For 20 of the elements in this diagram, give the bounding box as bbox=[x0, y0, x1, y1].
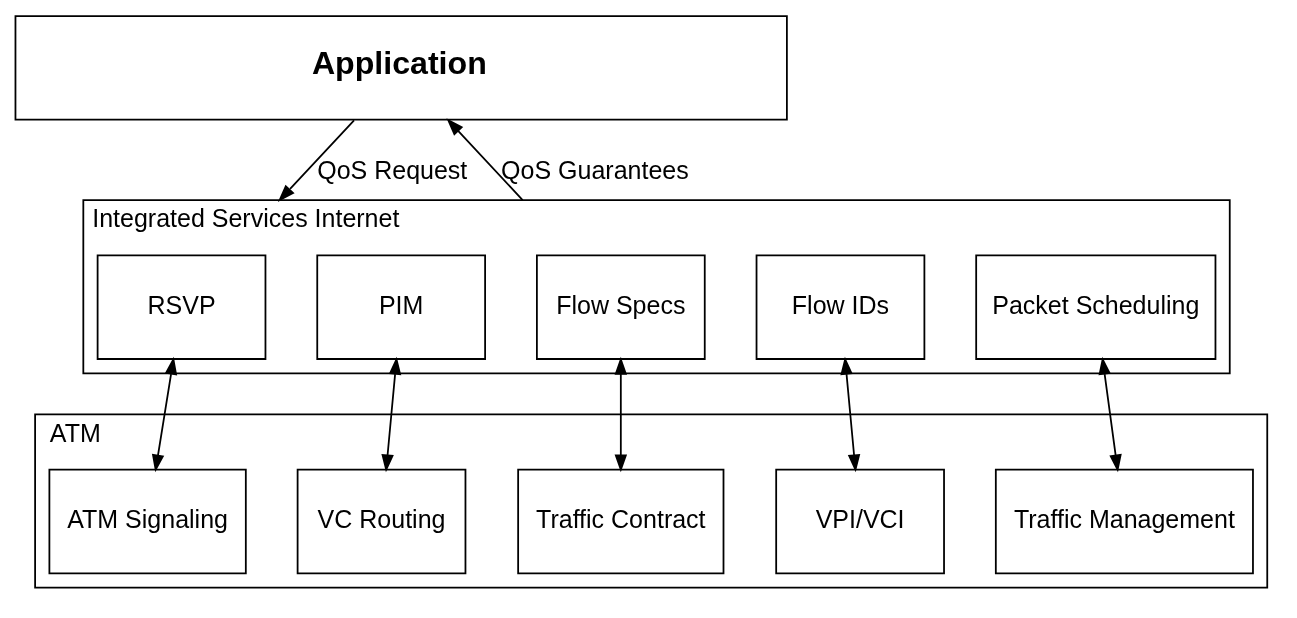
edge-label: QoS Guarantees bbox=[501, 156, 689, 184]
node-box: Application bbox=[14, 15, 788, 121]
node-box: ATM Signaling bbox=[48, 468, 247, 575]
edge-label: QoS Request bbox=[317, 156, 468, 184]
node-box: Flow Specs bbox=[536, 254, 706, 360]
node-box: Traffic Contract bbox=[517, 468, 725, 575]
arrow bbox=[446, 118, 524, 201]
node-box: Packet Scheduling bbox=[975, 254, 1217, 360]
arrow bbox=[614, 356, 628, 473]
node-box: RSVP bbox=[96, 254, 267, 360]
node-box: PIM bbox=[316, 254, 486, 360]
arrow bbox=[277, 119, 355, 203]
node-box: Flow IDs bbox=[755, 254, 926, 360]
arrow bbox=[381, 356, 402, 473]
arrow bbox=[1098, 356, 1122, 473]
node-box: Traffic Management bbox=[994, 468, 1254, 575]
arrow bbox=[151, 356, 178, 473]
arrow bbox=[840, 356, 861, 473]
node-box: VPI/VCI bbox=[775, 468, 945, 575]
node-box: VC Routing bbox=[296, 468, 467, 575]
